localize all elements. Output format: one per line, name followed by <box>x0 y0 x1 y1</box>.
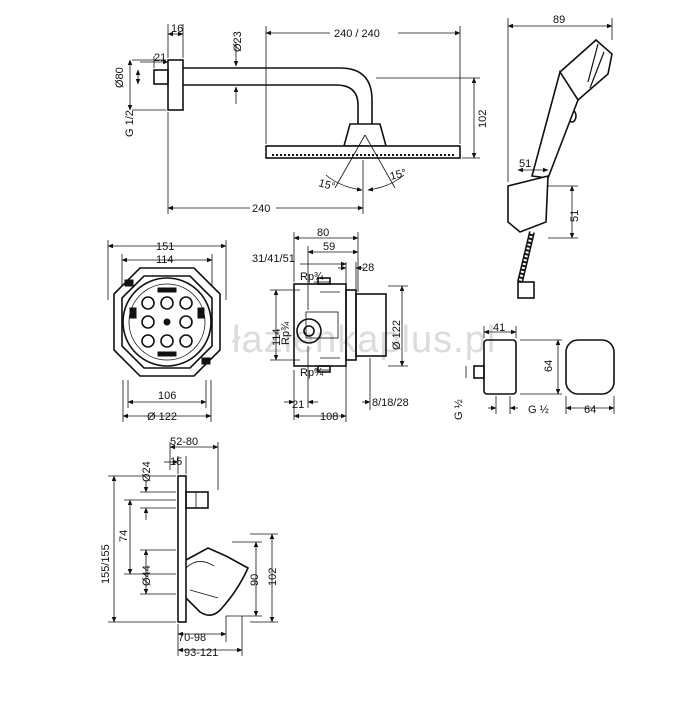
dim-51-horizontal: 51 <box>519 158 531 170</box>
dim-52-80: 52-80 <box>170 436 198 448</box>
dim-106: 106 <box>158 390 176 402</box>
dim-89: 89 <box>553 14 565 26</box>
dim-64-vertical: 64 <box>543 360 555 372</box>
dim-d122-front: Ø 122 <box>147 411 177 423</box>
head-shower-view: 16 21 Ø80 G 1/2 Ø23 240 / 240 102 15° <box>114 23 489 215</box>
ibox-front-view: 151 114 106 Ø 122 <box>107 240 227 423</box>
dim-108: 108 <box>320 411 338 423</box>
dim-d122-side: Ø 122 <box>391 320 403 350</box>
hand-shower-handle <box>530 70 579 179</box>
dim-155-155: 155/155 <box>100 544 112 584</box>
dim-64-horizontal: 64 <box>584 404 596 416</box>
dim-114-side: 114 <box>271 328 283 346</box>
dim-114-front: 114 <box>156 254 174 266</box>
mixer-lever <box>185 547 250 616</box>
shower-arm-bottom <box>183 84 359 124</box>
dim-41: 41 <box>493 322 505 334</box>
mixer-diverter <box>185 491 209 509</box>
dim-102-head: 102 <box>477 110 489 128</box>
dim-d44: Ø44 <box>141 565 153 586</box>
dim-240: 240 <box>252 203 270 215</box>
rp-bottom: Rp¾ <box>300 367 324 379</box>
dim-80: 80 <box>317 227 329 239</box>
rp-top: Rp¾ <box>300 271 324 283</box>
dim-15: 15 <box>170 456 182 468</box>
ibox-circle <box>122 277 212 367</box>
wall-outlet-view: 41 64 G ½ G ½ 64 <box>453 322 615 420</box>
rp-middle: Rp¾ <box>280 321 292 345</box>
dim-21: 21 <box>154 52 166 64</box>
dim-93-121: 93-121 <box>184 647 218 659</box>
dim-g12: G 1/2 <box>124 110 136 137</box>
dim-59: 59 <box>323 241 335 253</box>
ibox-cover <box>355 293 387 357</box>
dim-21-side: 21 <box>292 399 304 411</box>
dim-g12-vertical: G ½ <box>453 399 465 420</box>
hand-shower-view: 89 51 51 <box>507 14 613 299</box>
dim-240-240: 240 / 240 <box>334 28 380 40</box>
dim-16: 16 <box>171 23 183 35</box>
dim-d23: Ø23 <box>232 31 244 52</box>
mixer-rosette <box>177 475 187 623</box>
dim-d80: Ø80 <box>114 67 126 88</box>
head-plate <box>265 145 461 159</box>
ibox-octagon-outer <box>113 267 221 377</box>
wall-flange <box>167 59 184 111</box>
dim-70-98: 70-98 <box>178 632 206 644</box>
angle-15-left: 15° <box>317 177 336 193</box>
dim-8-18-28: 8/18/28 <box>372 397 409 409</box>
dim-74: 74 <box>118 530 130 542</box>
flange-thread <box>153 69 169 85</box>
angle-15-right: 15° <box>389 167 408 183</box>
dim-151: 151 <box>156 241 174 253</box>
mixer-view: 52-80 15 Ø24 155/155 74 Ø44 90 <box>100 436 279 659</box>
ibox-ports <box>141 296 193 348</box>
outlet-body-front <box>565 339 615 395</box>
shower-arm-top <box>183 67 373 124</box>
dim-51-vertical: 51 <box>569 210 581 222</box>
ibox-side-view: 80 59 31/41/51 28 Rp¾ Rp¾ Rp¾ 114 Ø 122 <box>252 227 409 423</box>
shower-holder <box>507 174 549 233</box>
dim-31-41-51: 31/41/51 <box>252 253 295 265</box>
hose-nut <box>517 281 535 299</box>
dim-d24: Ø24 <box>141 461 153 482</box>
outlet-nozzle <box>473 365 485 379</box>
dim-g12-horizontal: G ½ <box>528 404 549 416</box>
dim-102-mixer: 102 <box>267 568 279 586</box>
dim-28: 28 <box>362 262 374 274</box>
dim-90: 90 <box>249 574 261 586</box>
ibox-outlet-ring <box>296 318 322 344</box>
